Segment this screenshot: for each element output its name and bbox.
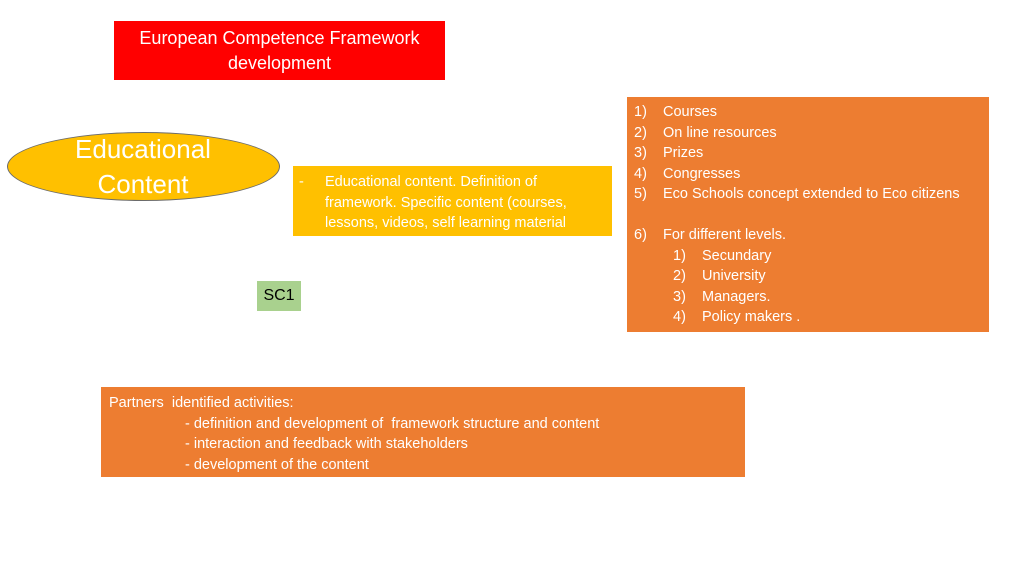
- resource-item-text: Courses: [663, 104, 717, 120]
- resource-item-number: 5): [634, 186, 647, 202]
- resource-item-text: Prizes: [663, 145, 704, 161]
- educational-content-label-line2: Content: [97, 169, 189, 199]
- resource-item: 2) On line resources: [634, 123, 989, 144]
- list-gap: [634, 205, 989, 226]
- level-subitem: 3) Managers.: [634, 287, 989, 308]
- resources-box: 1) Courses 2) On line resources 3) Prize…: [627, 97, 989, 332]
- level-subitem-number: 2): [673, 268, 686, 284]
- partners-heading: Partners identified activities:: [109, 395, 294, 411]
- level-subitem-number: 1): [673, 247, 686, 264]
- levels-item-number: 6): [634, 227, 647, 243]
- educational-content-label: Educational Content: [28, 133, 258, 201]
- resource-item-number: 3): [634, 145, 647, 161]
- level-subitem-number: 4): [673, 309, 686, 325]
- resource-item: 1) Courses: [634, 102, 989, 123]
- description-line: lessons, videos, self learning material: [325, 215, 566, 231]
- resource-item: 4) Congresses: [634, 164, 989, 185]
- title-text: European Competence Framework developmen…: [139, 27, 420, 73]
- partner-activity: - definition and development of framewor…: [185, 415, 600, 432]
- partners-activities-box: Partners identified activities: - defini…: [101, 387, 745, 477]
- title-box: European Competence Framework developmen…: [114, 21, 445, 80]
- educational-content-ellipse: [7, 132, 280, 201]
- description-line: Educational content. Definition of: [325, 174, 537, 190]
- level-subitem: 1) Secundary: [634, 246, 989, 267]
- level-subitem-text: Secundary: [702, 247, 772, 264]
- resource-item: 5) Eco Schools concept extended to Eco c…: [634, 184, 989, 205]
- educational-content-label-line1: Educational: [75, 134, 211, 164]
- resource-item-text: Congresses: [663, 165, 741, 182]
- description-line: framework. Specific content (courses,: [325, 194, 567, 211]
- level-subitem: 4) Policy makers .: [634, 307, 989, 328]
- levels-item: 6) For different levels.: [634, 225, 989, 246]
- partner-activity: - interaction and feedback with stakehol…: [185, 436, 468, 452]
- sc1-label: SC1: [263, 287, 295, 304]
- sc1-box: SC1: [257, 281, 301, 311]
- level-subitem-text: University: [702, 268, 766, 284]
- resource-item-number: 2): [634, 124, 647, 141]
- partner-activity: - development of the content: [185, 456, 369, 473]
- level-subitem-text: Managers.: [702, 288, 771, 305]
- levels-item-text: For different levels.: [663, 227, 787, 243]
- resource-item-text: Eco Schools concept extended to Eco citi…: [663, 186, 960, 202]
- level-subitem-text: Policy makers .: [702, 309, 801, 325]
- description-dash: -: [299, 174, 304, 190]
- level-subitem: 2) University: [634, 266, 989, 287]
- resource-item-number: 1): [634, 104, 647, 120]
- resource-item: 3) Prizes: [634, 143, 989, 164]
- educational-content-description-box: - Educational content. Definition of fra…: [293, 166, 612, 236]
- level-subitem-number: 3): [673, 288, 686, 305]
- resource-item-text: On line resources: [663, 124, 777, 141]
- resource-item-number: 4): [634, 165, 647, 182]
